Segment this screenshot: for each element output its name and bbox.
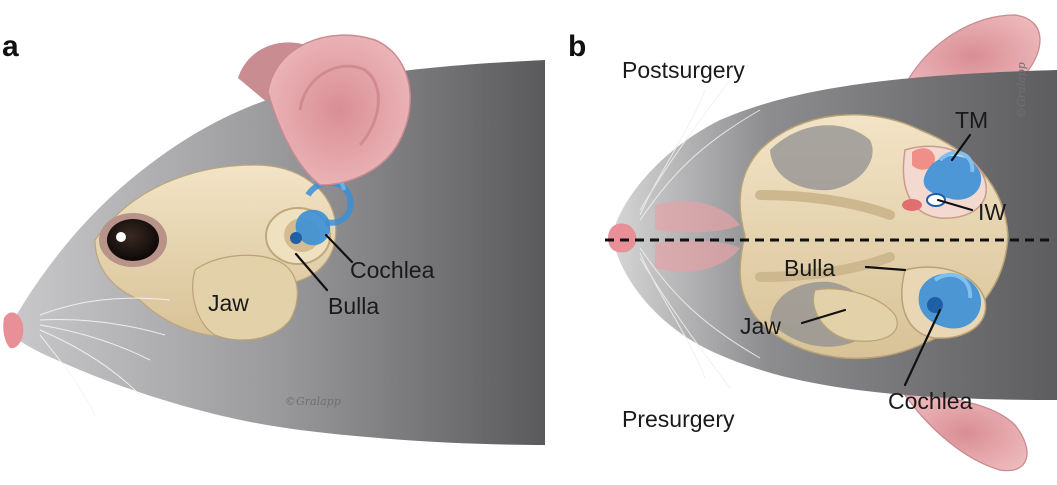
leader-bulla-a xyxy=(294,252,329,292)
label-postsurgery: Postsurgery xyxy=(622,57,745,83)
cochlea-b-lower xyxy=(918,272,982,329)
mouse-b-bottom-ear xyxy=(903,394,1028,472)
jaw-bone-a xyxy=(192,254,298,341)
leader-cochlea-b xyxy=(903,308,942,387)
nose-a xyxy=(3,312,24,349)
leader-iw xyxy=(936,198,974,212)
jaw-bone-b xyxy=(812,288,898,342)
panel-a: a xyxy=(2,30,545,445)
label-presurgery: Presurgery xyxy=(622,406,735,432)
nose-b xyxy=(608,223,637,253)
iw-window xyxy=(926,193,946,207)
leader-tm xyxy=(950,133,972,162)
whiskers-a xyxy=(39,297,171,416)
label-cochlea-b: Cochlea xyxy=(888,388,973,414)
label-bulla-a: Bulla xyxy=(328,293,379,319)
label-tm: TM xyxy=(955,107,988,133)
leader-cochlea-a xyxy=(324,233,354,264)
signature-a: ©Gralapp xyxy=(285,395,341,408)
label-cochlea-a: Cochlea xyxy=(350,257,435,283)
label-jaw-b: Jaw xyxy=(740,313,781,339)
leader-jaw-b xyxy=(800,308,847,325)
cochlea-b-upper xyxy=(923,150,982,200)
signature-b: ©Gralapp xyxy=(1015,62,1028,118)
label-jaw-a: Jaw xyxy=(208,290,249,316)
tm-membrane xyxy=(912,148,935,170)
mouse-a-ear xyxy=(267,34,411,186)
leader-bulla-b xyxy=(864,265,907,272)
label-iw: IW xyxy=(978,199,1006,225)
panel-a-letter: a xyxy=(2,30,19,63)
whiskers-b xyxy=(639,79,761,389)
panel-b: b xyxy=(568,14,1057,472)
panel-b-letter: b xyxy=(568,30,586,63)
label-bulla-b: Bulla xyxy=(784,255,835,281)
